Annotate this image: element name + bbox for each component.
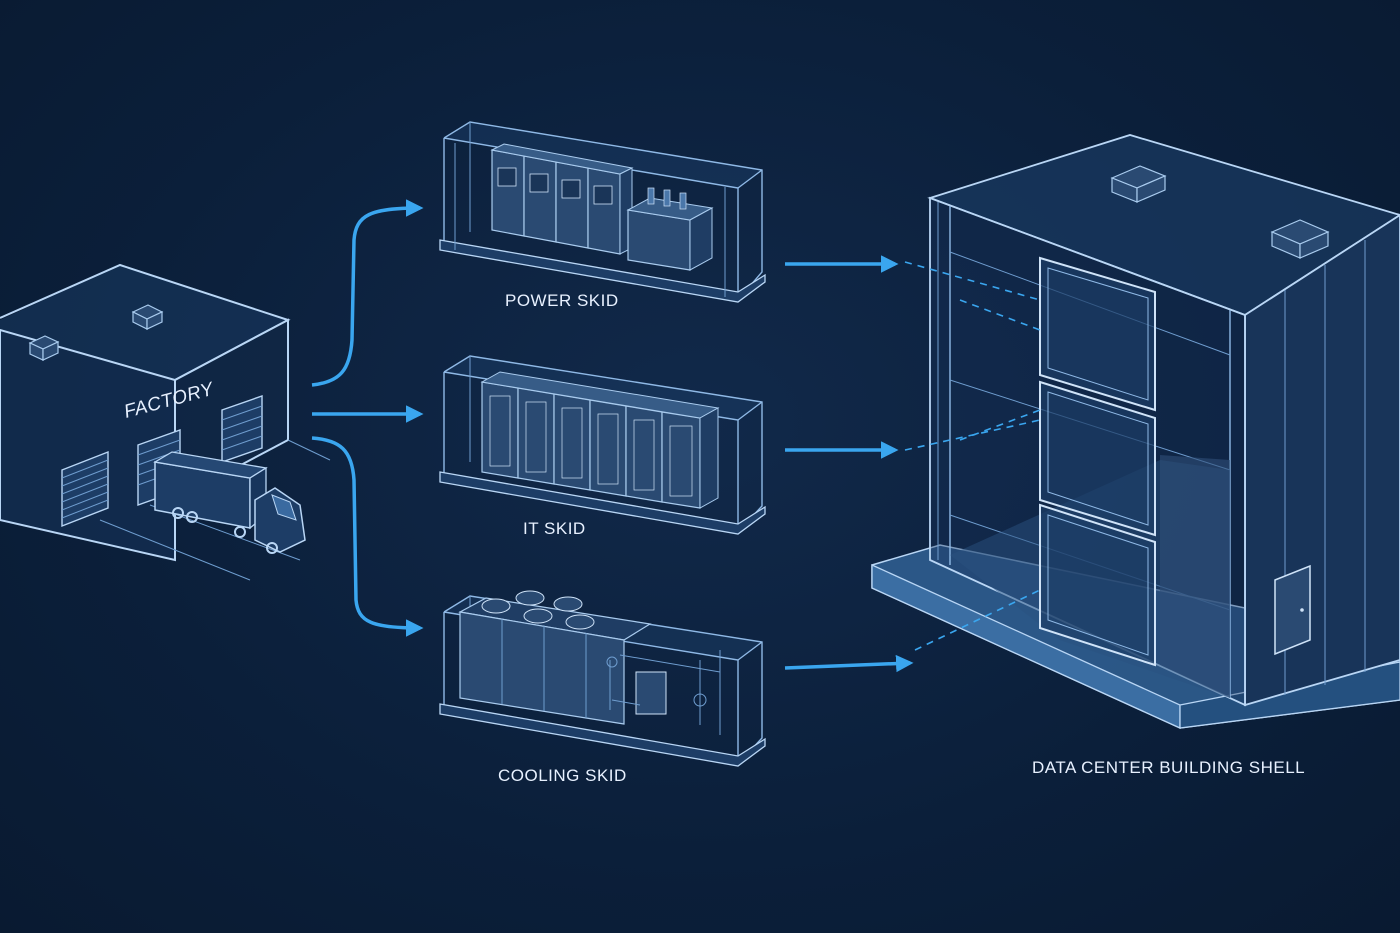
factory-door-1	[61, 450, 109, 528]
switchgear-cabinets	[490, 143, 634, 255]
server-racks	[480, 371, 720, 509]
factory-door-3	[221, 395, 263, 463]
factory-roof-unit-2	[131, 304, 164, 330]
cooling-fan-bank	[458, 590, 652, 725]
it-skid-label: IT SKID	[523, 519, 586, 538]
building-roof-unit-2	[1270, 219, 1330, 259]
installed-cooling-module	[1039, 503, 1156, 667]
factory-roof-unit-1	[28, 335, 60, 361]
power-skid: POWER SKID	[439, 121, 766, 310]
cooling-skid-label: COOLING SKID	[498, 766, 627, 785]
installed-it-module	[1039, 380, 1156, 537]
arrow-factory-to-cooling	[311, 436, 424, 637]
pump-and-piping	[606, 650, 721, 735]
truck-icon	[153, 451, 306, 554]
transformer-unit	[626, 187, 714, 271]
arrow-cooling-to-building	[784, 654, 914, 673]
power-skid-label: POWER SKID	[505, 291, 619, 310]
it-skid: IT SKID	[439, 355, 766, 538]
building-roof-unit-1	[1110, 165, 1167, 203]
arrow-factory-to-power	[311, 199, 424, 387]
building-label: DATA CENTER BUILDING SHELL	[1032, 758, 1305, 777]
data-center-building: DATA CENTER BUILDING SHELL	[871, 134, 1400, 777]
installed-power-module	[1039, 256, 1156, 412]
cooling-skid: COOLING SKID	[439, 590, 766, 785]
building-door	[1274, 564, 1311, 656]
